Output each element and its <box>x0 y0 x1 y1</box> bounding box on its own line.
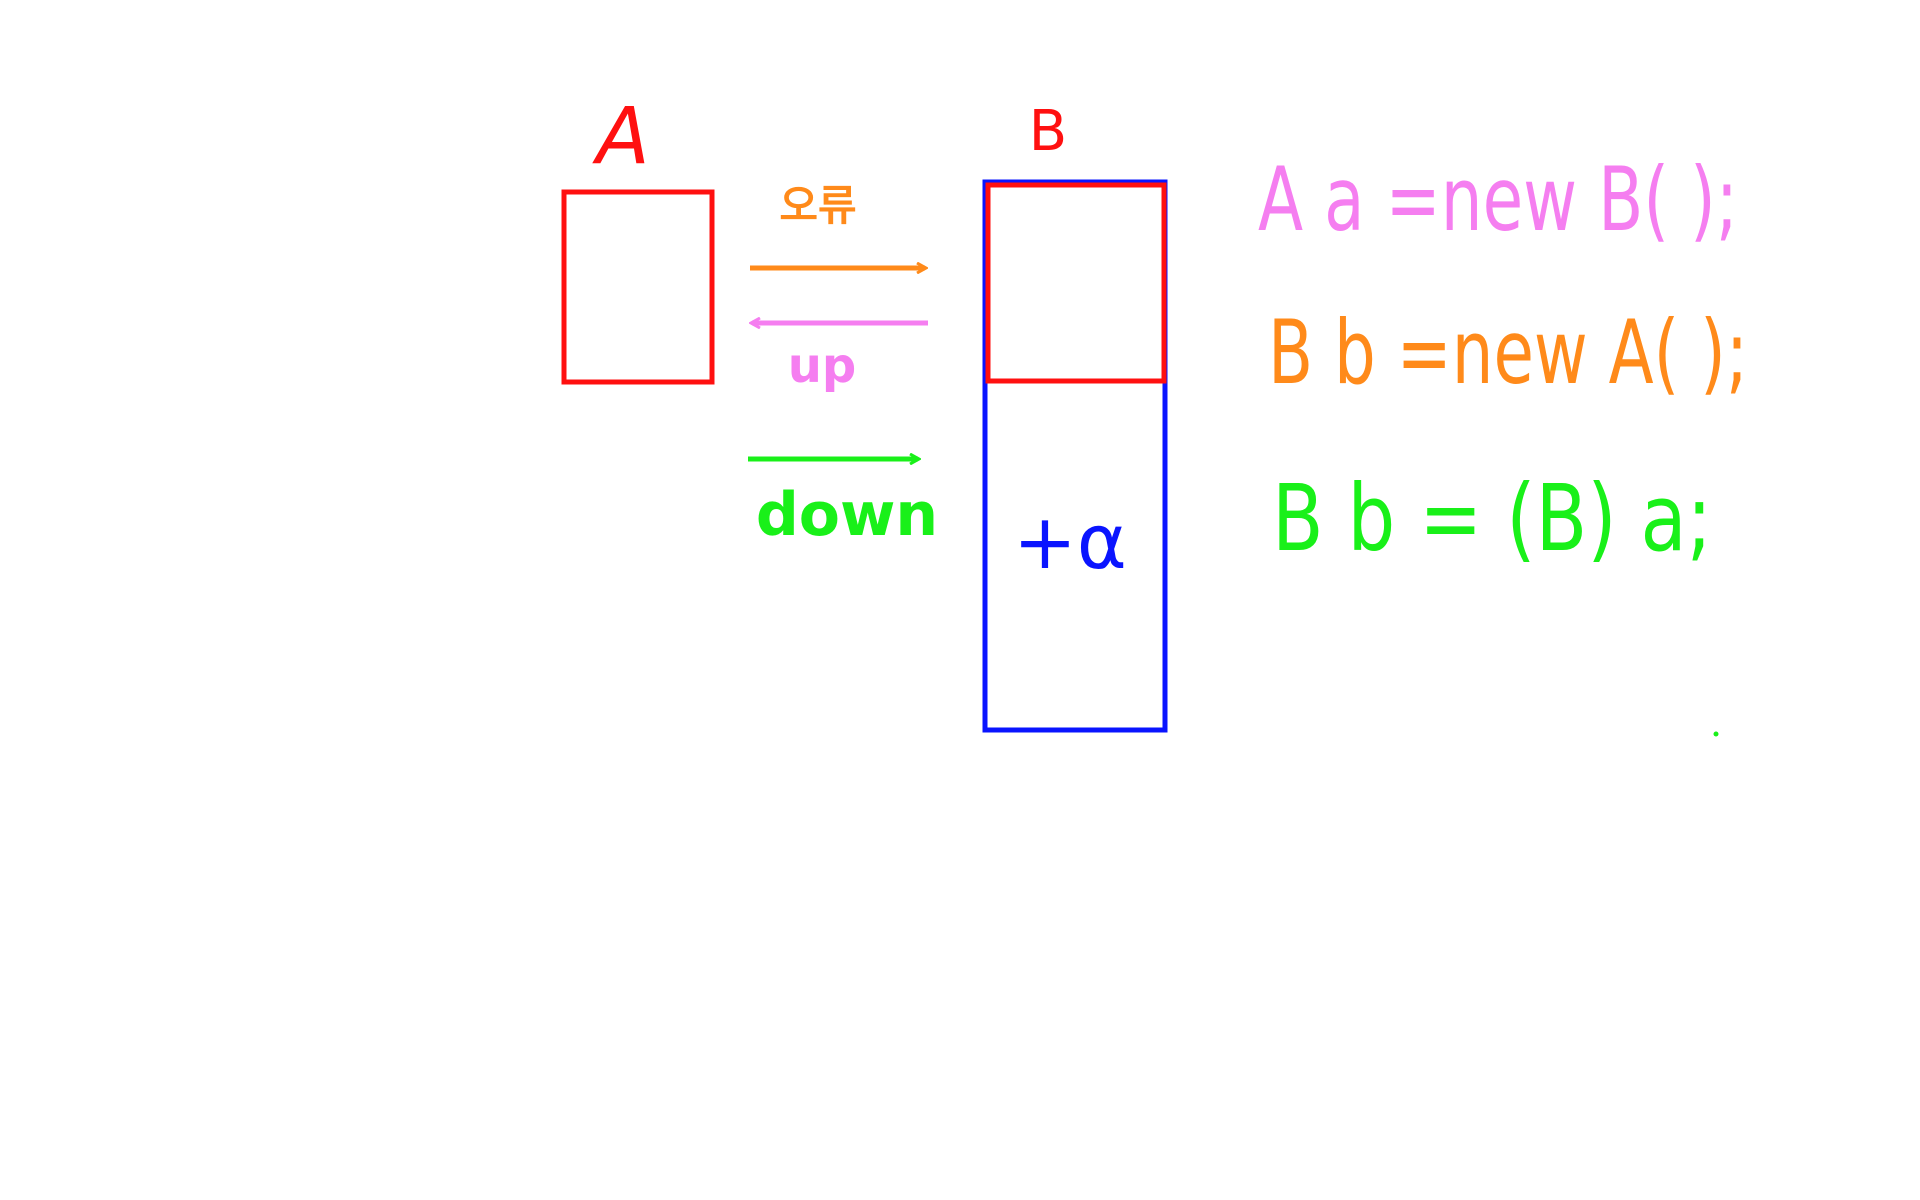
class-b-inherited-part <box>985 182 1167 384</box>
arrow-error-label: 오류 <box>779 181 856 230</box>
class-a-box <box>561 189 715 385</box>
code-line-3: B b = (B) a; <box>1272 465 1712 572</box>
stray-dot <box>1713 731 1719 737</box>
class-b-full-box <box>982 179 1168 733</box>
class-a-label: A <box>591 92 649 182</box>
code-line-2: B b =new A( ); <box>1268 301 1748 404</box>
arrow-down-label: down <box>756 480 938 550</box>
class-b-label: B <box>1029 99 1067 164</box>
class-b-extra-label: +α <box>1013 497 1127 586</box>
arrow-up-label: up <box>788 338 857 394</box>
code-line-1: A a =new B( ); <box>1258 148 1738 251</box>
